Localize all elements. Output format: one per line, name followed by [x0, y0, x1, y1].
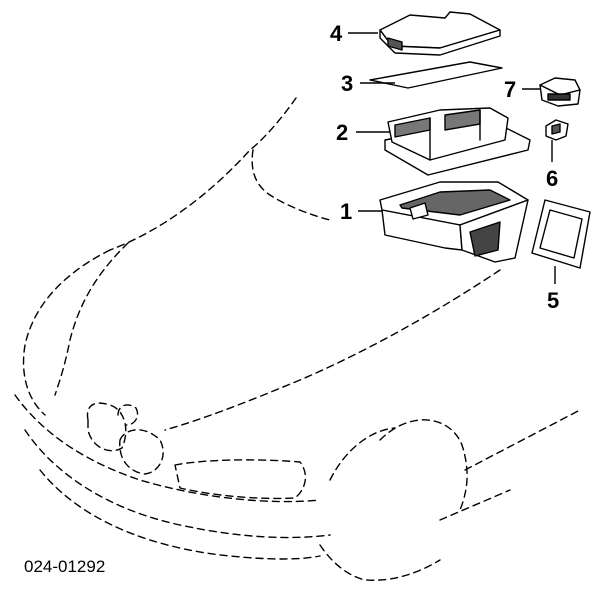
callout-7: 7 [504, 77, 516, 102]
housing-front [381, 209, 463, 251]
clip-slot [551, 123, 561, 135]
headlight-left-inner [117, 404, 139, 426]
fender-line [164, 269, 501, 431]
vehicle-outline [14, 97, 581, 581]
callout-3: 3 [341, 71, 353, 96]
housing-inner [399, 189, 511, 216]
callout-labels: 4 3 2 1 7 6 5 [330, 21, 559, 313]
wheel-arch [379, 419, 468, 511]
housing-channel [469, 221, 501, 257]
hood-center-line [54, 242, 129, 396]
bumper-lower [24, 429, 331, 539]
frame-inner [539, 209, 583, 259]
fender-bottom [319, 544, 441, 581]
reference-code: 024-01292 [24, 557, 105, 576]
leader-lines [348, 32, 556, 284]
callout-1: 1 [340, 199, 352, 224]
hood-crease [251, 149, 331, 221]
part-5-frame-gasket [531, 199, 591, 269]
side-sill [464, 409, 581, 471]
part-6-clip [545, 119, 569, 141]
body-side-line [439, 489, 511, 521]
bumper-upper [14, 394, 321, 503]
holder-divider [429, 109, 481, 161]
part-1-box-housing [379, 181, 529, 263]
hood-right-edge [109, 97, 297, 251]
headlight-left [86, 402, 127, 452]
callout-4: 4 [330, 21, 343, 46]
callout-2: 2 [336, 120, 348, 145]
callout-5: 5 [547, 288, 559, 313]
housing-insert [409, 202, 429, 220]
hood-left-edge [22, 249, 111, 416]
grille-outline [174, 459, 307, 500]
cover-side [379, 29, 501, 56]
callout-6: 6 [546, 166, 558, 191]
headlight-right [119, 429, 164, 475]
part-4-cover [379, 11, 501, 56]
part-2-fuse-holder [384, 107, 531, 176]
part-3-gasket-sheet [369, 61, 503, 89]
cover-tab [387, 37, 403, 51]
bumper-chin [39, 469, 321, 560]
part-7-relay [539, 77, 581, 107]
wheel-arch-outer [329, 427, 396, 481]
relay-pins [547, 93, 571, 101]
